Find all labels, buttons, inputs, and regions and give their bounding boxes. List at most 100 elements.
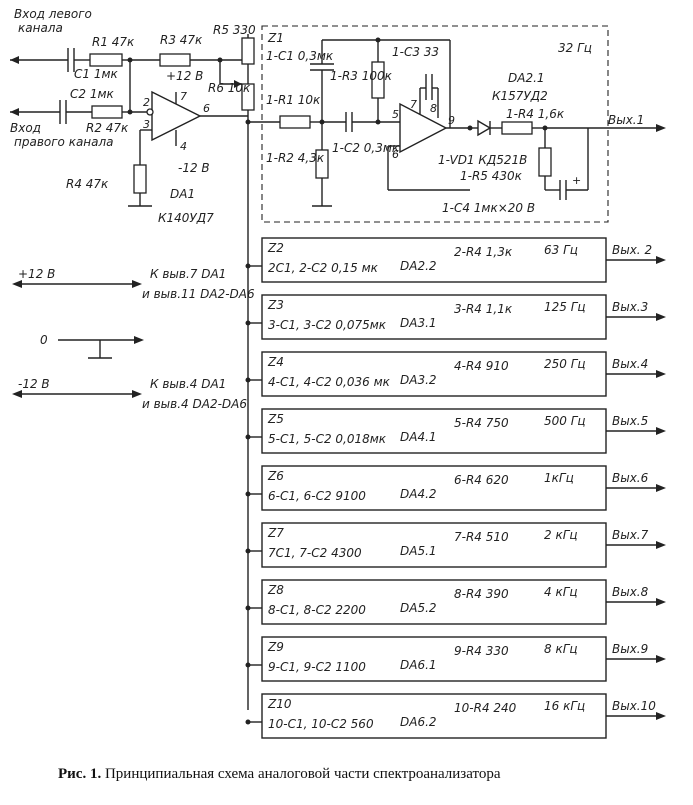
label-z1-pin5: 5 [392, 108, 399, 121]
diode-1-vd1 [477, 119, 492, 137]
power-minus [12, 390, 142, 398]
filter-capacitors: 8-C1, 8-C2 2200 [268, 603, 366, 617]
label-power-plus-note-2: и выв.11 DA2-DA6 [142, 287, 255, 301]
filter-capacitors: 5-C1, 5-C2 0,018мк [268, 432, 387, 446]
label-c1: C1 1мк [74, 67, 119, 81]
label-power-plus-note-1: К выв.7 DA1 [150, 267, 226, 281]
output-arrow [656, 484, 666, 492]
label-power-zero: 0 [40, 333, 48, 347]
label-z1-freq: 32 Гц [558, 41, 592, 55]
filter-title: Z9 [267, 640, 284, 654]
filter-r4: 8-R4 390 [454, 587, 509, 601]
label-z1-pin6: 6 [392, 148, 399, 161]
filter-title: Z3 [267, 298, 284, 312]
filter-capacitors: 7C1, 7-C2 4300 [268, 546, 362, 560]
filter-capacitors: 6-C1, 6-C2 9100 [268, 489, 366, 503]
capacitor-c1 [67, 48, 90, 72]
figure-caption-text: Принципиальная схема аналоговой части сп… [101, 766, 501, 782]
label-output-1: Вых.1 [608, 113, 644, 127]
label-1-vd1: 1-VD1 КД521В [438, 153, 527, 167]
filter-opamp: DA5.2 [400, 601, 437, 615]
label-power-minus-note-2: и выв.4 DA2-DA6 [142, 397, 247, 411]
output-arrow [656, 712, 666, 720]
filter-r4: 5-R4 750 [454, 416, 509, 430]
label-line: канала [18, 21, 63, 35]
figure-caption: Рис. 1. Принципиальная схема аналоговой … [58, 766, 501, 782]
label-1-r4: 1-R4 1,6к [506, 107, 565, 121]
filter-box [261, 408, 607, 454]
label-1-r1: 1-R1 10к [266, 93, 321, 107]
filter-frequency: 2 кГц [544, 528, 578, 542]
filter-title: Z10 [267, 697, 292, 711]
filter-output-label: Вых.3 [612, 300, 648, 314]
filter-box [261, 579, 607, 625]
filter-title: Z6 [267, 469, 284, 483]
label-1-r3: 1-R3 100к [330, 69, 393, 83]
label-da2-1-type: К157УД2 [492, 89, 548, 103]
filter-capacitors: 10-C1, 10-C2 560 [268, 717, 374, 731]
filter-frequency: 16 кГц [544, 699, 585, 713]
filter-r4: 7-R4 510 [454, 530, 509, 544]
figure-caption-prefix: Рис. 1. [58, 766, 101, 782]
label-pin6: 6 [203, 102, 210, 115]
filter-output-label: Вых.6 [612, 471, 649, 485]
filter-output-label: Вых.4 [612, 357, 648, 371]
label-pin4: 4 [180, 140, 187, 153]
label-r1: R1 47к [92, 35, 135, 49]
filter-capacitors: 2C1, 2-C2 0,15 мк [268, 261, 379, 275]
label-pin2: 2 [143, 96, 150, 109]
label-power-plus: +12 В [18, 267, 55, 281]
label-r3: R3 47к [160, 33, 203, 47]
output-1-arrow [656, 124, 666, 132]
label-da2-1: DA2.1 [508, 71, 545, 85]
filter-output-label: Вых.10 [612, 699, 656, 713]
label-1-c3: 1-C3 33 [392, 45, 439, 59]
label-line: Вход [10, 121, 41, 135]
label-power-minus-note-1: К выв.4 DA1 [150, 377, 226, 391]
filter-capacitors: 9-C1, 9-C2 1100 [268, 660, 366, 674]
label-r2: R2 47к [86, 121, 129, 135]
label-1-r2: 1-R2 4,3к [266, 151, 325, 165]
label-pin7: 7 [180, 90, 187, 103]
label-z1: Z1 [267, 31, 284, 45]
output-arrow [656, 256, 666, 264]
label-r6: R6 10к [208, 81, 251, 95]
filter-r4: 9-R4 330 [454, 644, 509, 658]
filter-opamp: DA4.2 [400, 487, 437, 501]
label-minus12: -12 В [178, 161, 210, 175]
output-arrow [656, 427, 666, 435]
resistor-1-r5 [538, 147, 552, 177]
label-r5: R5 330 [213, 23, 256, 37]
filter-box [261, 465, 607, 511]
filter-frequency: 500 Гц [544, 414, 586, 428]
capacitor-c2 [59, 100, 92, 124]
output-arrow [656, 370, 666, 378]
label-1-c1: 1-C1 0,3мк [266, 49, 334, 63]
label-z1-pin7: 7 [410, 98, 417, 111]
filter-title: Z4 [267, 355, 284, 369]
filter-box [261, 237, 607, 283]
label-da1: DA1 [170, 187, 195, 201]
filter-frequency: 1кГц [544, 471, 574, 485]
filter-output-label: Вых.7 [612, 528, 649, 542]
right-input [10, 108, 60, 116]
filter-opamp: DA3.2 [400, 373, 437, 387]
filter-z1-frame [261, 25, 609, 223]
label-c2: C2 1мк [70, 87, 115, 101]
filter-r4: 3-R4 1,1к [454, 302, 513, 316]
opamp-da1 [140, 90, 248, 146]
filter-opamp: DA3.1 [400, 316, 437, 330]
label-z1-pin9: 9 [448, 114, 455, 127]
output-arrow [656, 541, 666, 549]
